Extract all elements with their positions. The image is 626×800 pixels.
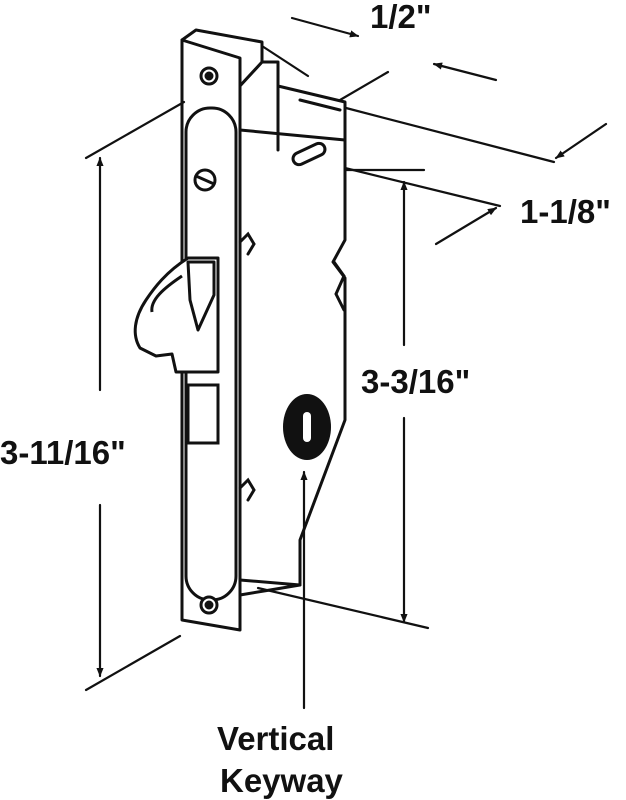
latch-window	[186, 383, 220, 445]
top-screw-hole	[199, 66, 219, 86]
callout-label-line2: Keyway	[220, 762, 344, 799]
side-clips	[238, 231, 346, 502]
dim-label-overall-height: 3-11/16"	[0, 434, 126, 471]
bottom-screw-hole	[199, 595, 219, 615]
keyhole	[283, 394, 331, 460]
callout-label-line1: Vertical	[217, 720, 334, 757]
dim-label-depth: 1-1/8"	[520, 193, 611, 230]
dim-label-half-inch: 1/2"	[370, 0, 432, 35]
dim-label-inner-height: 3-3/16"	[361, 363, 470, 400]
dimension-lines	[84, 16, 608, 710]
hook-latch	[133, 256, 220, 374]
lock-housing	[236, 60, 347, 597]
slotted-screw	[193, 168, 217, 192]
housing-slot	[291, 141, 327, 167]
